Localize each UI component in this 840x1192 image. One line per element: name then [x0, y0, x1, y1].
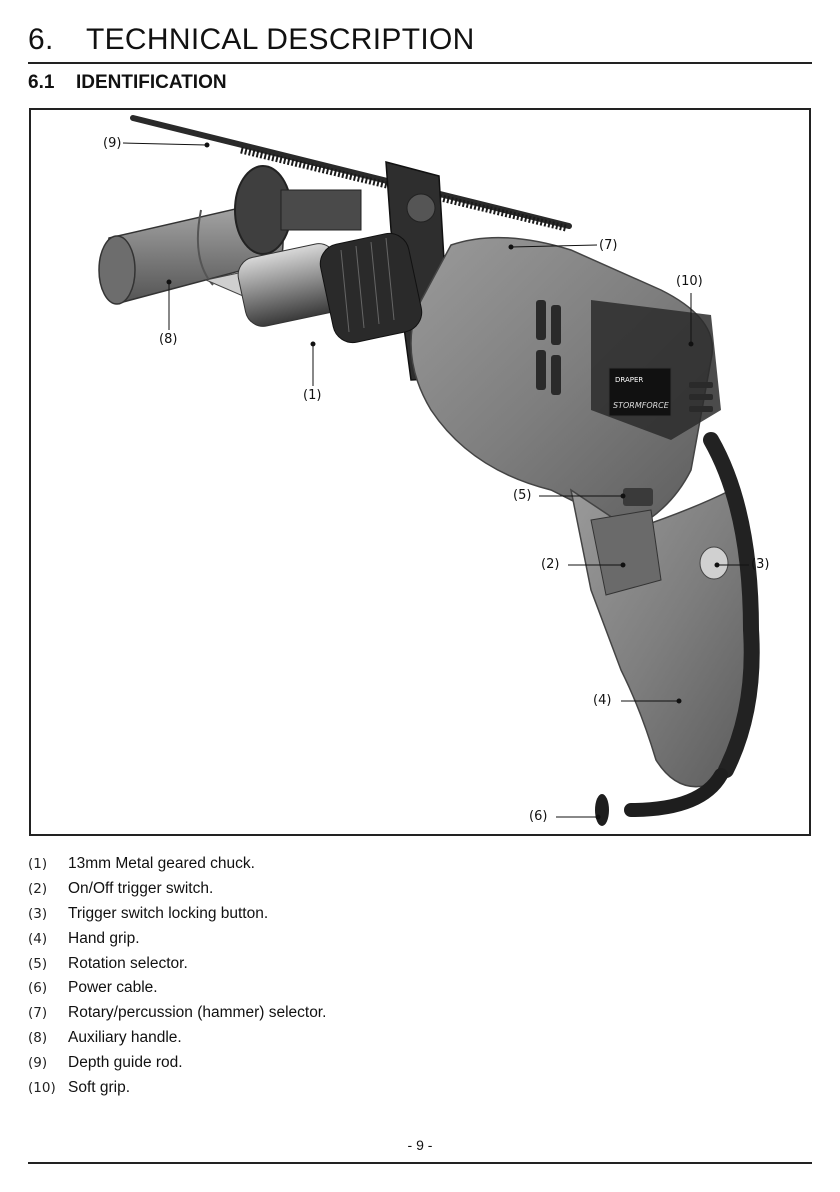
legend-item: (7) Rotary/percussion (hammer) selector. [28, 1001, 628, 1026]
callout-1: (1) [303, 388, 322, 403]
drill-illustration: DRAPER STORMFORCE [98, 115, 760, 826]
callout-6: (6) [529, 809, 548, 824]
legend-code: (9) [28, 1054, 48, 1071]
legend-description: Auxiliary handle. [68, 1028, 182, 1046]
legend-description: 13mm Metal geared chuck. [68, 855, 255, 873]
legend-description: Rotary/percussion (hammer) selector. [68, 1004, 327, 1022]
drill-identification-figure: DRAPER STORMFORCE [29, 108, 811, 836]
legend-item: (2) On/Off trigger switch. [28, 877, 628, 902]
callout-2: (2) [541, 557, 560, 572]
legend-code: (1) [28, 856, 48, 873]
legend-description: Power cable. [68, 979, 158, 997]
callout-5: (5) [513, 488, 532, 503]
legend-description: Depth guide rod. [68, 1053, 183, 1071]
callout-7: (7) [599, 238, 618, 253]
lock-button-shape [699, 546, 729, 580]
legend-description: Trigger switch locking button. [68, 904, 269, 922]
callout-4: (4) [593, 693, 612, 708]
drill-body: DRAPER STORMFORCE [410, 236, 721, 531]
legend-item: (10) Soft grip. [28, 1075, 628, 1100]
parts-legend: (1) 13mm Metal geared chuck. (2) On/Off … [28, 852, 628, 1100]
rotation-switch-shape [623, 488, 653, 506]
page-number: - 9 - [407, 1137, 433, 1153]
legend-code: (7) [28, 1005, 48, 1022]
legend-code: (3) [28, 905, 48, 922]
callout-10: (10) [676, 274, 703, 289]
footer-rule [28, 1162, 812, 1164]
legend-item: (5) Rotation selector. [28, 951, 628, 976]
legend-item: (8) Auxiliary handle. [28, 1026, 628, 1051]
legend-description: Soft grip. [68, 1078, 131, 1096]
legend-item: (6) Power cable. [28, 976, 628, 1001]
callout-3: (3) [751, 557, 770, 572]
legend-item: (9) Depth guide rod. [28, 1050, 628, 1075]
product-logo-text: STORMFORCE [613, 401, 670, 410]
legend-item: (1) 13mm Metal geared chuck. [28, 852, 628, 877]
legend-code: (10) [28, 1079, 56, 1096]
subsection-number: 6.1 [28, 72, 55, 93]
section-heading: 6. TECHNICAL DESCRIPTION [28, 22, 812, 64]
trigger-shape [590, 509, 662, 596]
legend-code: (4) [28, 930, 48, 947]
pistol-grip [569, 432, 760, 788]
brand-badge [608, 367, 672, 417]
legend-description: Rotation selector. [68, 954, 188, 972]
legend-code: (6) [28, 980, 48, 997]
subsection-heading: 6.1 IDENTIFICATION [28, 72, 227, 94]
callout-8: (8) [159, 332, 178, 347]
depth-guide-rod [130, 115, 572, 232]
legend-code: (2) [28, 881, 48, 898]
legend-item: (4) Hand grip. [28, 926, 628, 951]
legend-code: (8) [28, 1029, 48, 1046]
chuck [204, 232, 423, 344]
legend-description: On/Off trigger switch. [68, 880, 214, 898]
subsection-title: IDENTIFICATION [76, 72, 227, 93]
section-title: TECHNICAL DESCRIPTION [86, 23, 475, 56]
section-number: 6. [28, 23, 54, 56]
legend-code: (5) [28, 955, 48, 972]
legend-item: (3) Trigger switch locking button. [28, 902, 628, 927]
brand-logo-text: DRAPER [615, 376, 643, 384]
callout-9: (9) [103, 136, 122, 151]
legend-description: Hand grip. [68, 929, 140, 947]
